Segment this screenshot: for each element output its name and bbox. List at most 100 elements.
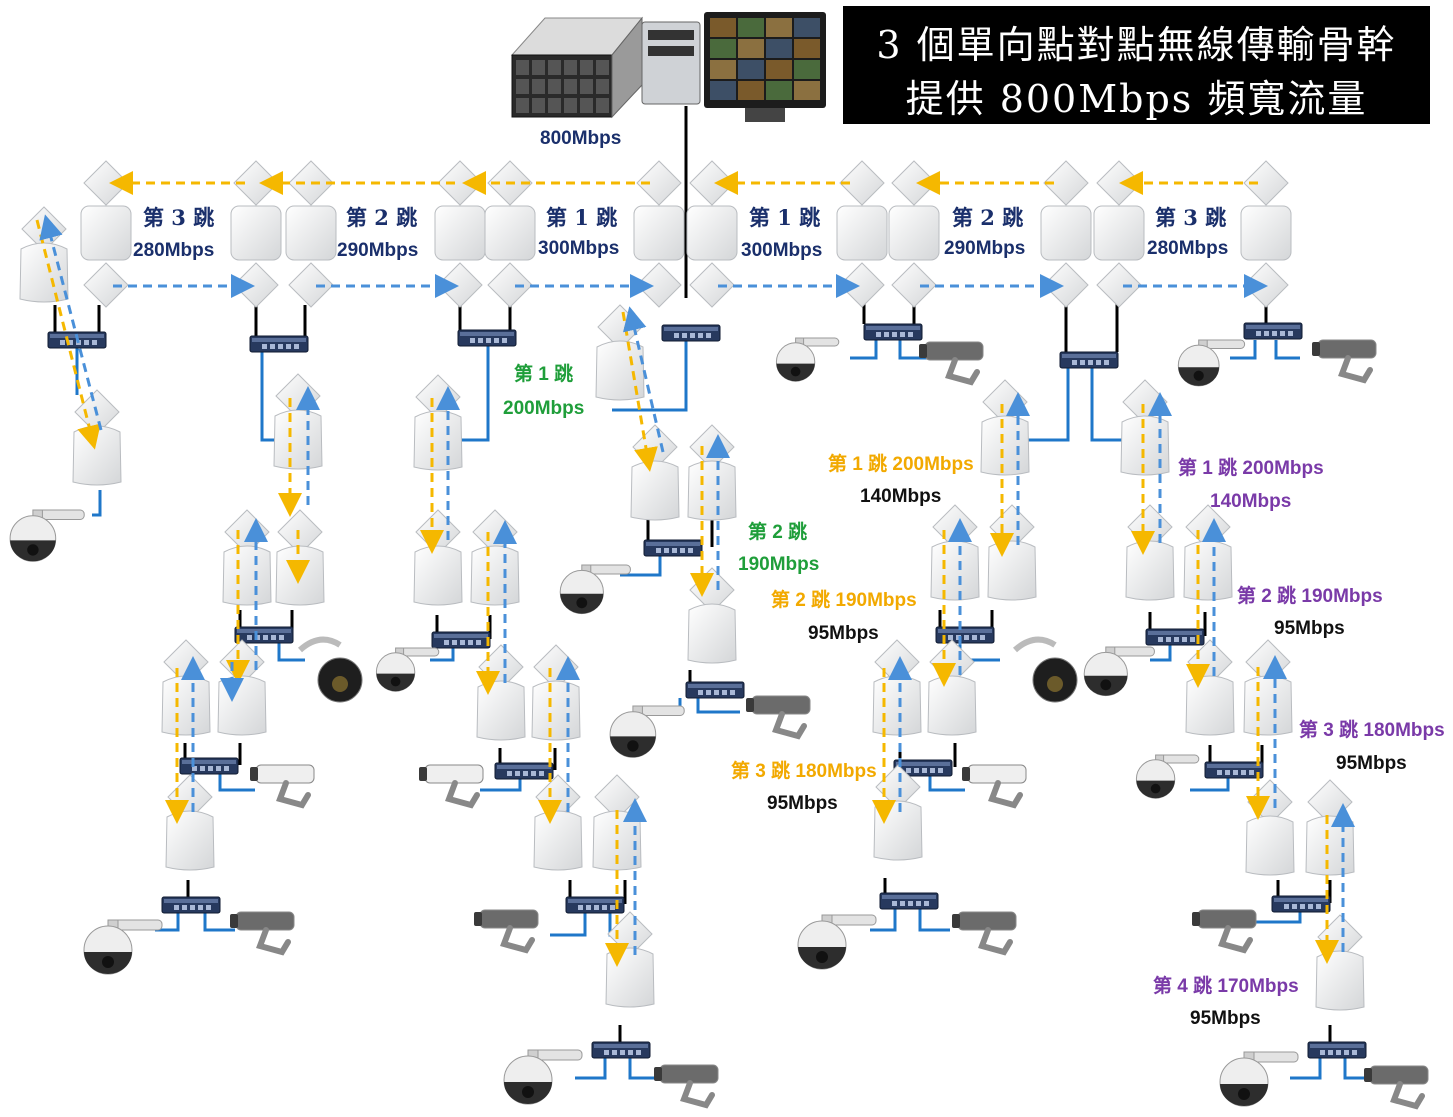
switch-icon [643, 539, 703, 557]
access-point-icon [273, 373, 323, 470]
backbone-right-rate3: 280Mbps [1147, 238, 1229, 259]
switch-icon [249, 335, 309, 353]
switch-icon [1059, 351, 1119, 369]
ethernet-cable [928, 776, 965, 792]
downlink-arrow [621, 311, 658, 472]
title-banner: 3 個單向點對點無線傳輸骨幹 提供 800Mbps 頻寬流量 [843, 6, 1430, 124]
switch-icon [234, 626, 294, 644]
access-point-icon [1183, 504, 1233, 601]
switch-icon [565, 896, 625, 914]
ethernet-cable [1230, 340, 1257, 360]
switch-icon [179, 757, 239, 775]
orange-rate1-label: 140Mbps [860, 486, 942, 507]
purple-hop2-label: 第 2 跳 190Mbps [1237, 586, 1383, 607]
backbone-right-hop2: 第 2 跳 [952, 205, 1024, 230]
bullet-camera-icon [962, 764, 1027, 809]
switch-icon [893, 759, 953, 777]
dome-camera-icon [9, 509, 85, 562]
ethernet-cable [918, 909, 950, 932]
switch-icon [863, 323, 923, 341]
access-point-icon [476, 644, 526, 741]
bullet-camera-icon [250, 764, 315, 809]
dome-camera-icon [559, 564, 631, 615]
center-rate1-label: 200Mbps [503, 398, 585, 419]
access-point-icon [1315, 914, 1365, 1011]
backbone-left-rate3: 280Mbps [133, 240, 215, 261]
ethernet-cable [612, 341, 688, 412]
dome-camera-icon [609, 705, 685, 758]
switch-icon [1145, 628, 1205, 646]
purple-rate4-label: 95Mbps [1190, 1008, 1261, 1029]
dome-camera-icon [797, 914, 877, 970]
ethernet-cable [155, 913, 180, 932]
monitor-icon [704, 12, 826, 122]
bullet-camera-icon [952, 911, 1017, 956]
title-line-1: 3 個單向點對點無線傳輸骨幹 [876, 23, 1397, 67]
access-point-icon [275, 509, 325, 606]
access-point-icon [930, 504, 980, 601]
access-point-icon [413, 374, 463, 471]
ethernet-cable [1274, 340, 1300, 360]
ethernet-cable [696, 698, 740, 714]
switch-icon [1243, 322, 1303, 340]
ethernet-cable [1150, 645, 1172, 662]
dome-camera-icon [775, 337, 840, 382]
purple-rate2-label: 95Mbps [1274, 618, 1345, 639]
bullet-camera-icon [746, 695, 811, 740]
access-point-icon [1185, 639, 1235, 736]
ethernet-cable [620, 556, 662, 577]
ethernet-cable [1343, 1058, 1370, 1080]
backbone-left-hop3: 第 3 跳 [143, 205, 215, 230]
access-point-icon [19, 206, 69, 303]
purple-hop4-label: 第 4 跳 170Mbps [1153, 976, 1299, 997]
ethernet-cable [628, 1058, 660, 1080]
ethernet-cable [92, 490, 102, 517]
ethernet-cable [480, 779, 522, 792]
access-point-icon [1125, 504, 1175, 601]
access-point-icon [470, 509, 520, 606]
server-rate-label: 800Mbps [540, 128, 622, 149]
access-point-icon [687, 567, 737, 664]
purple-rate3-label: 95Mbps [1336, 753, 1407, 774]
dome-camera-icon [375, 647, 440, 692]
bullet-camera-icon [419, 764, 484, 809]
access-point-icon [1245, 779, 1295, 876]
backbone-left-rate1: 300Mbps [538, 238, 620, 259]
switch-icon [879, 892, 939, 910]
switch-icon [457, 329, 517, 347]
orange-rate2-label: 95Mbps [808, 623, 879, 644]
access-point-icon [1243, 639, 1293, 736]
ethernet-cable [575, 1058, 607, 1080]
access-point-icon [161, 639, 211, 736]
access-point-icon [687, 424, 737, 521]
backbone-right-hop1: 第 1 跳 [749, 205, 821, 230]
backbone-right-rate1: 300Mbps [741, 240, 823, 261]
backbone-right-hop3: 第 3 跳 [1155, 205, 1227, 230]
pc-tower-icon [641, 21, 701, 105]
access-point-icon [434, 160, 486, 308]
switch-icon [661, 324, 721, 342]
ethernet-cable [430, 648, 455, 662]
bullet-camera-icon [474, 909, 539, 954]
orange-hop3-label: 第 3 跳 180Mbps [731, 761, 877, 782]
server-rack-icon [510, 16, 644, 119]
access-point-icon [872, 639, 922, 736]
access-point-icon [533, 774, 583, 871]
access-point-icon [873, 764, 923, 861]
dome-camera-icon [1219, 1051, 1299, 1107]
center-rate2-label: 190Mbps [738, 554, 820, 575]
bullet-camera-icon [1312, 339, 1377, 384]
backbone-right-rate2: 290Mbps [944, 238, 1026, 259]
switch-icon [1307, 1041, 1367, 1059]
bullet-camera-icon [1364, 1065, 1429, 1110]
ethernet-cable [1190, 778, 1230, 792]
access-point-icon [165, 774, 215, 871]
access-point-icon [1120, 379, 1170, 476]
dome-camera-icon [1083, 646, 1155, 697]
ethernet-cable [1020, 368, 1070, 442]
access-point-icon [413, 509, 463, 606]
ethernet-cable [850, 340, 878, 360]
ethernet-cable [1290, 1058, 1322, 1080]
orange-hop1-label: 第 1 跳 200Mbps [828, 454, 974, 475]
dome-camera-icon [297, 636, 363, 703]
